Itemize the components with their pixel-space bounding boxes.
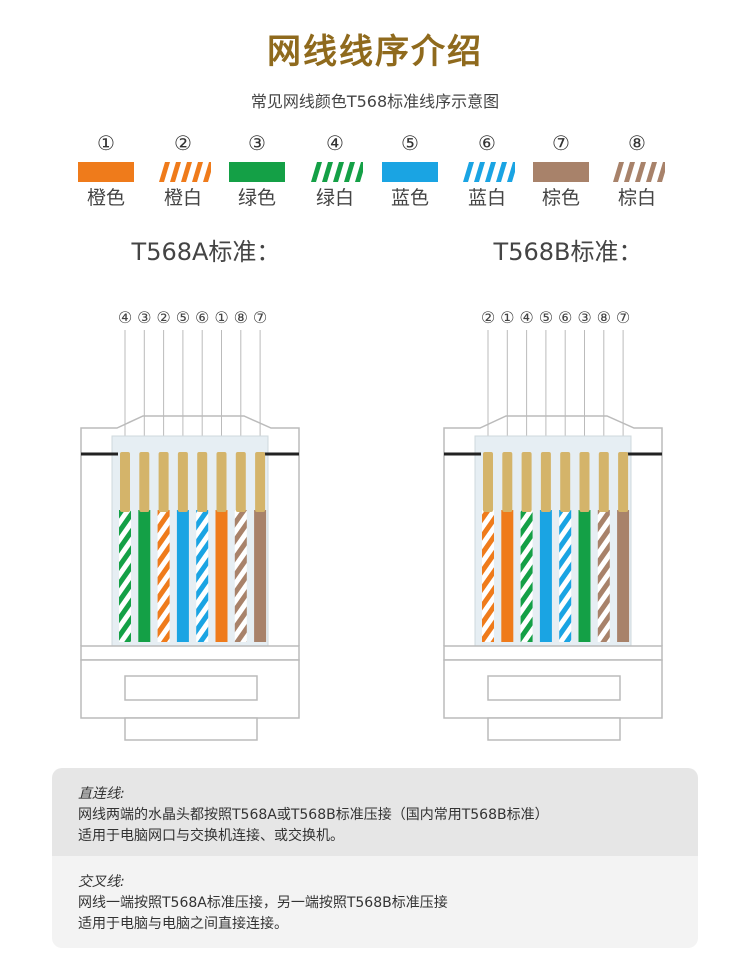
pin-label: ⑦ [253,308,267,327]
legend-item: ⑦ 棕色 [521,130,601,210]
wire [501,510,514,642]
pin-label: ③ [577,308,591,327]
pin-label: ④ [519,308,533,327]
legend-number: ② [174,131,192,155]
wire [520,510,533,642]
t568a-title: T568A标准： [131,238,281,266]
note-heading: 直连线: [78,786,125,802]
swatch-blue [382,162,438,182]
swatch-blue-white [463,162,515,182]
wire [138,510,151,642]
pin-label: ② [156,308,170,327]
legend-item: ① 橙色 [66,130,146,210]
wire [617,510,630,642]
legend-item: ⑥ 蓝白 [447,130,527,210]
pin-label: ⑧ [597,308,611,327]
note-line: 网线一端按照T568A标准压接，另一端按照T568B标准压接 [78,895,448,911]
note-line: 网线两端的水晶头都按照T568A或T568B标准压接（国内常用T568B标准） [78,807,549,823]
legend-number: ⑥ [478,131,496,155]
legend-label: 橙色 [86,187,125,209]
page-title: 网线线序介绍 [267,32,483,72]
swatch-orange-white [159,162,211,182]
legend-item: ④ 绿白 [295,130,375,210]
wire [196,510,209,642]
pin-label: ① [500,308,514,327]
legend-number: ① [97,131,115,155]
legend-item: ⑧ 棕白 [597,130,677,210]
wire [578,510,591,642]
note-line: 适用于电脑与电脑之间直接连接。 [78,916,288,932]
pin-label: ⑤ [539,308,553,327]
wire [234,510,247,642]
pin-label: ② [481,308,495,327]
pin-label: ③ [137,308,151,327]
swatch-brown-white [613,162,665,182]
crossover-cable-note: 交叉线: 网线一端按照T568A标准压接，另一端按照T568B标准压接 适用于电… [52,856,698,948]
swatch-green-white [311,162,363,182]
legend-label: 棕色 [541,187,580,209]
note-heading: 交叉线: [78,874,125,890]
color-legend: ① 橙色 ② 橙白 ③ 绿色 ④ 绿白 ⑤ 蓝色 ⑥ 蓝白 ⑦ 棕色 ⑧ 棕白 [0,130,750,220]
legend-number: ⑧ [628,131,646,155]
legend-number: ⑤ [401,131,419,155]
legend-number: ③ [248,131,266,155]
legend-label: 绿色 [237,187,276,209]
legend-number: ⑦ [552,131,570,155]
legend-label: 棕白 [617,187,656,209]
wire [254,510,267,642]
legend-number: ④ [326,131,344,155]
wire [597,510,610,642]
pin-label: ① [214,308,228,327]
legend-item: ③ 绿色 [217,130,297,210]
page-subtitle: 常见网线颜色T568标准线序示意图 [250,92,500,111]
wire [215,510,228,642]
pin-label: ⑦ [616,308,630,327]
wire [482,510,494,642]
pin-label: ⑥ [558,308,572,327]
pin-label: ⑧ [234,308,248,327]
pin-label: ⑤ [176,308,190,327]
legend-label: 蓝白 [467,187,506,209]
pin-label: ⑥ [195,308,209,327]
legend-label: 橙白 [163,187,202,209]
swatch-orange [78,162,134,182]
swatch-green [229,162,285,182]
wire [176,510,189,642]
wire [559,510,572,642]
t568b-title: T568B标准： [493,238,643,266]
straight-cable-note: 直连线: 网线两端的水晶头都按照T568A或T568B标准压接（国内常用T568… [52,768,698,856]
legend-item: ⑤ 蓝色 [370,130,450,210]
wire [119,510,131,642]
legend-label: 蓝色 [390,187,429,209]
legend-label: 绿白 [315,187,354,209]
legend-item: ② 橙白 [143,130,223,210]
wire [539,510,552,642]
wire [157,510,170,642]
pin-label: ④ [118,308,132,327]
note-line: 适用于电脑网口与交换机连接、或交换机。 [78,828,344,844]
swatch-brown [533,162,589,182]
